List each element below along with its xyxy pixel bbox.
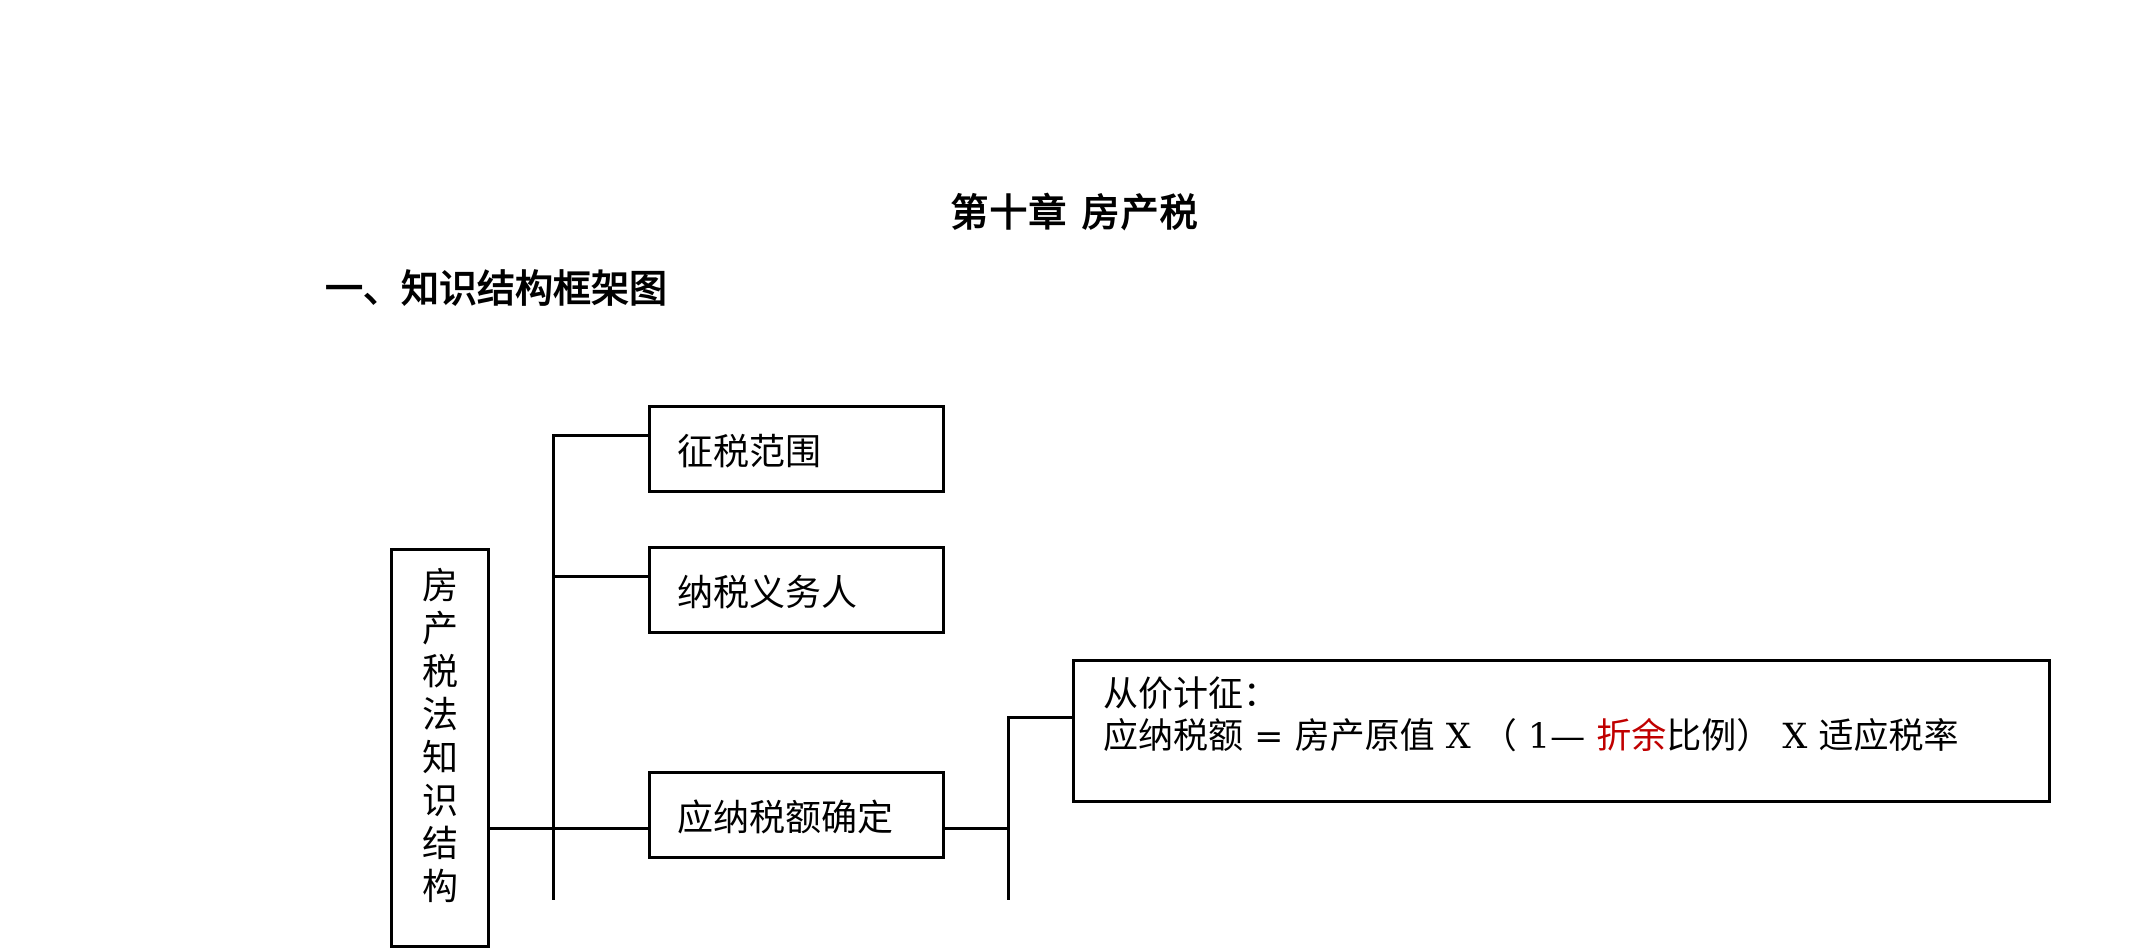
root-char: 结: [421, 824, 458, 865]
root-char: 法: [421, 695, 458, 736]
formula-body: 应纳税额 = 房产原值 X （ 1— 折余比例） X 适应税率: [1103, 716, 2023, 758]
root-char: 识: [421, 781, 458, 822]
section-heading: 一、知识结构框架图: [325, 266, 668, 311]
root-char: 产: [421, 609, 458, 650]
root-node: 房 产 税 法 知 识 结 构: [390, 548, 490, 948]
connector-root-to-trunk: [488, 827, 554, 830]
connector-branch-1: [552, 434, 650, 437]
formula-node: 从价计征： 应纳税额 = 房产原值 X （ 1— 折余比例） X 适应税率: [1072, 659, 2051, 803]
sub-trunk-line: [1007, 716, 1010, 900]
connector-branch-3: [552, 827, 650, 830]
connector-branch3-out: [942, 827, 1010, 830]
root-char: 构: [421, 867, 458, 908]
chapter-title: 第十章 房产税: [950, 190, 1199, 235]
root-char: 税: [421, 652, 458, 693]
formula-heading: 从价计征：: [1103, 675, 1279, 715]
root-char: 知: [421, 738, 458, 779]
formula-part-2: 比例） X 适应税率: [1666, 717, 1959, 757]
branch-label: 征税范围: [677, 432, 822, 473]
connector-to-formula: [1007, 716, 1075, 719]
branch-node-tax-scope: 征税范围: [648, 405, 945, 493]
branch-label: 应纳税额确定: [677, 798, 894, 839]
connector-branch-2: [552, 575, 650, 578]
trunk-line: [552, 434, 555, 900]
formula-part-1: 应纳税额 = 房产原值 X （ 1—: [1103, 717, 1597, 757]
root-node-label: 房 产 税 法 知 识 结 构: [393, 565, 487, 909]
root-char: 房: [421, 566, 458, 607]
branch-node-taxpayer: 纳税义务人: [648, 546, 945, 634]
branch-label: 纳税义务人: [677, 573, 858, 614]
formula-highlight: 折余: [1596, 717, 1667, 757]
formula-text: 从价计征： 应纳税额 = 房产原值 X （ 1— 折余比例） X 适应税率: [1103, 674, 2023, 758]
branch-node-tax-amount: 应纳税额确定: [648, 771, 945, 859]
